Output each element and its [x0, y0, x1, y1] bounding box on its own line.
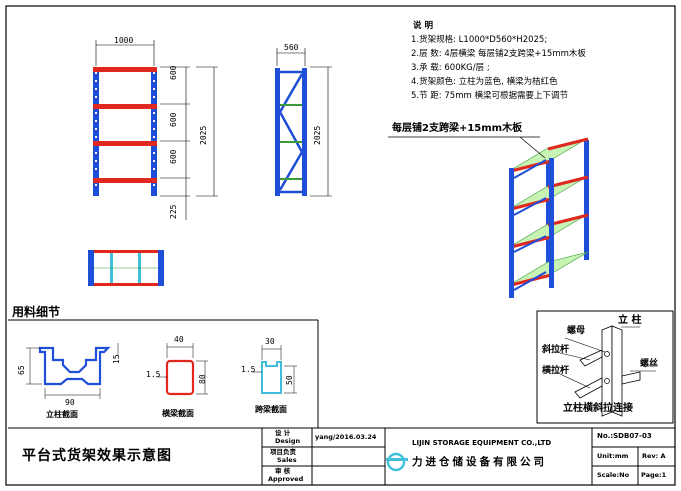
upright-section-label: 立柱截面 [46, 410, 78, 419]
unit-label: Unit:mm [597, 452, 629, 460]
notes-heading: 说 明 [413, 21, 433, 31]
upright-dim-width: 90 [65, 398, 75, 407]
span-section-label: 跨梁截面 [255, 405, 287, 414]
span-dim-height: 50 [285, 375, 294, 385]
note-item-2: 2.层 数: 4层横梁 每层铺2支跨梁+15mm木板 [411, 49, 586, 59]
front-level-dim-3: 600 [169, 149, 178, 164]
front-level-dim-1: 600 [169, 65, 178, 80]
front-beam-3 [93, 141, 157, 146]
front-view [93, 40, 218, 220]
design-label-en: Design [275, 437, 301, 445]
note-item-3: 3.承 载: 600KG/层 ; [411, 63, 490, 73]
title-block-frame [8, 427, 675, 485]
conn-caption: 立柱横斜拉连接 [563, 403, 633, 414]
scale-label: Scale:No [597, 471, 630, 479]
beam-dim-width: 40 [174, 335, 184, 344]
beam-section-label: 横梁截面 [162, 409, 194, 418]
side-upright-right [302, 68, 307, 196]
design-label: 设 计 [275, 429, 291, 437]
connection-detail [536, 310, 674, 424]
approved-label-en: Approved [268, 475, 304, 483]
design-value: yang/2016.03.24 [315, 433, 377, 441]
material-title: 用料细节 [12, 305, 61, 319]
conn-label-horiz-brace: 横拉杆 [542, 366, 570, 376]
sales-label: 项目负责 [270, 448, 296, 456]
upright-dim-height: 65 [17, 365, 26, 375]
front-width-dim: 1000 [114, 36, 134, 45]
conn-label-diag-brace: 斜拉杆 [542, 345, 570, 355]
upright-section-shape [38, 346, 111, 386]
drawing-title: 平台式货架效果示意图 [22, 448, 172, 464]
side-depth-dim: 560 [284, 43, 299, 52]
company-name-en: LIJIN STORAGE EQUIPMENT CO.,LTD [412, 439, 552, 447]
conn-label-nut: 螺母 [567, 326, 586, 336]
front-beam-4 [93, 178, 157, 183]
side-height-dim: 2025 [313, 125, 322, 145]
front-plan-view [88, 250, 164, 286]
front-beam-2 [93, 104, 157, 109]
side-bracing [278, 70, 304, 194]
rev-label: Rev: A [642, 452, 666, 460]
iso-callout: 每层铺2支跨梁+15mm木板 [392, 123, 523, 134]
drawing-number: No.:SDB07-03 [597, 432, 652, 440]
sales-label-en: Sales [277, 456, 297, 464]
company-logo [386, 452, 408, 472]
span-dim-thick: 1.5 [241, 365, 256, 374]
iso-view [388, 136, 589, 298]
span-section-shape [261, 361, 282, 394]
note-item-1: 1.货架规格: L1000*D560*H2025; [411, 35, 548, 45]
conn-label-bolt: 螺丝 [640, 359, 659, 369]
beam-dim-thick: 1.5 [146, 370, 161, 379]
span-dim-width: 30 [265, 337, 275, 346]
front-bottom-dim: 225 [169, 204, 178, 219]
beam-dim-height: 80 [198, 374, 207, 384]
front-beam-1 [93, 67, 157, 72]
conn-label-upright: 立 柱 [618, 315, 642, 326]
front-height-dim: 2025 [199, 125, 208, 145]
upright-dim-lip: 15 [112, 354, 121, 364]
approved-label: 审 核 [275, 467, 291, 475]
front-level-dim-2: 600 [169, 112, 178, 127]
sheet-border [5, 5, 676, 486]
note-item-4: 4.货架颜色: 立柱为蓝色, 横梁为桔红色 [411, 77, 558, 87]
note-item-5: 5.节 距: 75mm 横梁可根据需要上下调节 [411, 91, 568, 101]
company-name-cn: 力进仓储设备有限公司 [412, 456, 547, 468]
page-label: Page:1 [641, 471, 667, 479]
front-upright-right [151, 68, 157, 196]
material-section [8, 319, 319, 428]
beam-section-shape [165, 359, 195, 396]
side-upright-left [275, 68, 280, 196]
side-view [275, 48, 332, 197]
front-upright-left [93, 68, 99, 196]
